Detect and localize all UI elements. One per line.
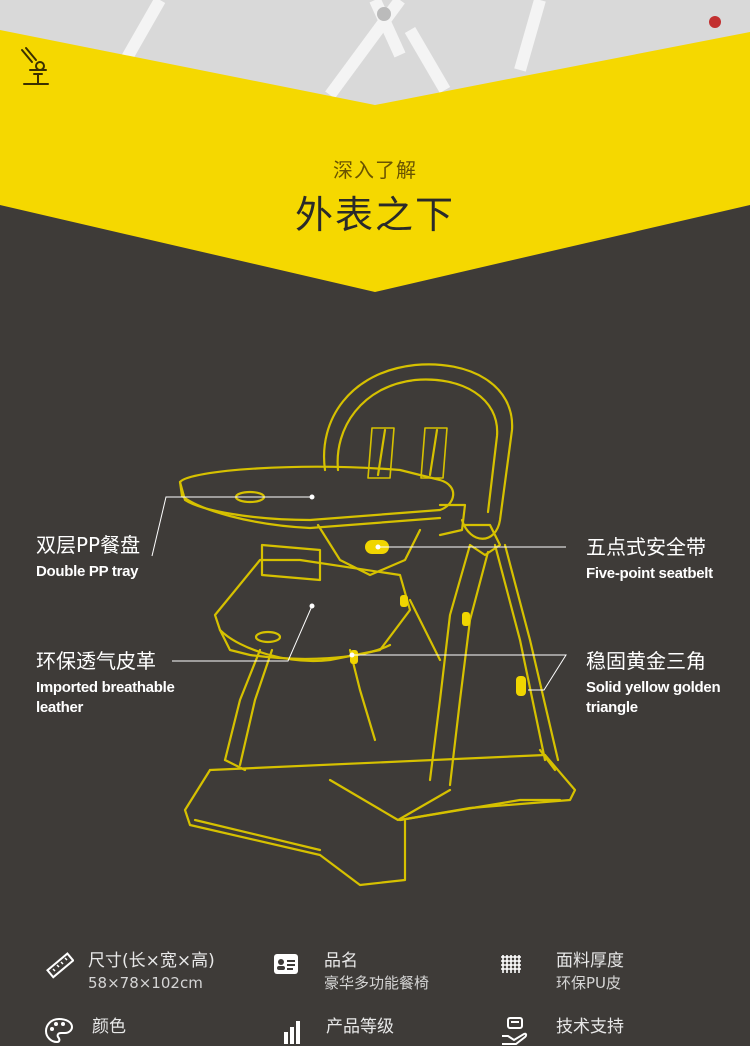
section-subtitle: 深入了解 — [333, 158, 417, 182]
callout-cn: 稳固黄金三角 — [586, 649, 706, 673]
callout-en: Imported breathable leather — [36, 679, 175, 716]
spec-color: 颜色 — [44, 1016, 244, 1044]
callout-en: Five-point seatbelt — [586, 565, 713, 582]
callout-cn: 环保透气皮革 — [36, 649, 156, 673]
spec-name: 品名 — [324, 951, 358, 971]
ruler-icon — [46, 952, 74, 979]
spec-name: 面料厚度 — [556, 951, 624, 971]
spec-value: 58×78×102cm — [88, 974, 203, 992]
spec-value: 豪华多功能餐椅 — [324, 974, 430, 992]
chair-yellow-accents — [350, 540, 526, 696]
spec-support: 技术支持 — [500, 1016, 700, 1045]
spec-fabric: 面料厚度 环保PU皮 — [500, 950, 700, 1000]
callout-cn: 五点式安全带 — [586, 535, 706, 559]
spec-product-name: 品名 豪华多功能餐椅 — [272, 950, 472, 1000]
callout-en: Double PP tray — [36, 563, 139, 580]
spec-name: 颜色 — [92, 1017, 126, 1037]
callout-seatbelt: 五点式安全带 Five-point seatbelt — [586, 534, 736, 584]
yellow-band — [0, 30, 750, 292]
callout-leather: 环保透气皮革 Imported breathable leather — [36, 648, 196, 718]
palette-icon — [44, 1017, 74, 1044]
chair-photo-strip — [114, 0, 546, 99]
spec-size: 尺寸(长×宽×高) 58×78×102cm — [44, 950, 264, 1000]
callout-triangle: 稳固黄金三角 Solid yellow golden triangle — [586, 648, 726, 718]
fabric-grid-icon — [501, 955, 521, 973]
callout-leaders — [151, 494, 567, 691]
id-card-icon — [274, 954, 298, 974]
spec-grade: 产品等级 — [282, 1016, 482, 1044]
spec-name: 产品等级 — [326, 1017, 394, 1037]
callout-cn: 双层PP餐盘 — [36, 533, 141, 557]
spec-name: 尺寸(长×宽×高) — [88, 951, 215, 971]
spec-value: 环保PU皮 — [556, 974, 622, 992]
callout-double-tray: 双层PP餐盘 Double PP tray — [36, 532, 140, 582]
bar-chart-icon — [284, 1021, 300, 1044]
callout-en: Solid yellow golden triangle — [586, 679, 721, 716]
section-title: 外表之下 — [294, 193, 455, 237]
microscope-logo-icon — [21, 47, 49, 85]
support-hand-icon — [502, 1017, 528, 1045]
spec-name: 技术支持 — [556, 1017, 624, 1037]
